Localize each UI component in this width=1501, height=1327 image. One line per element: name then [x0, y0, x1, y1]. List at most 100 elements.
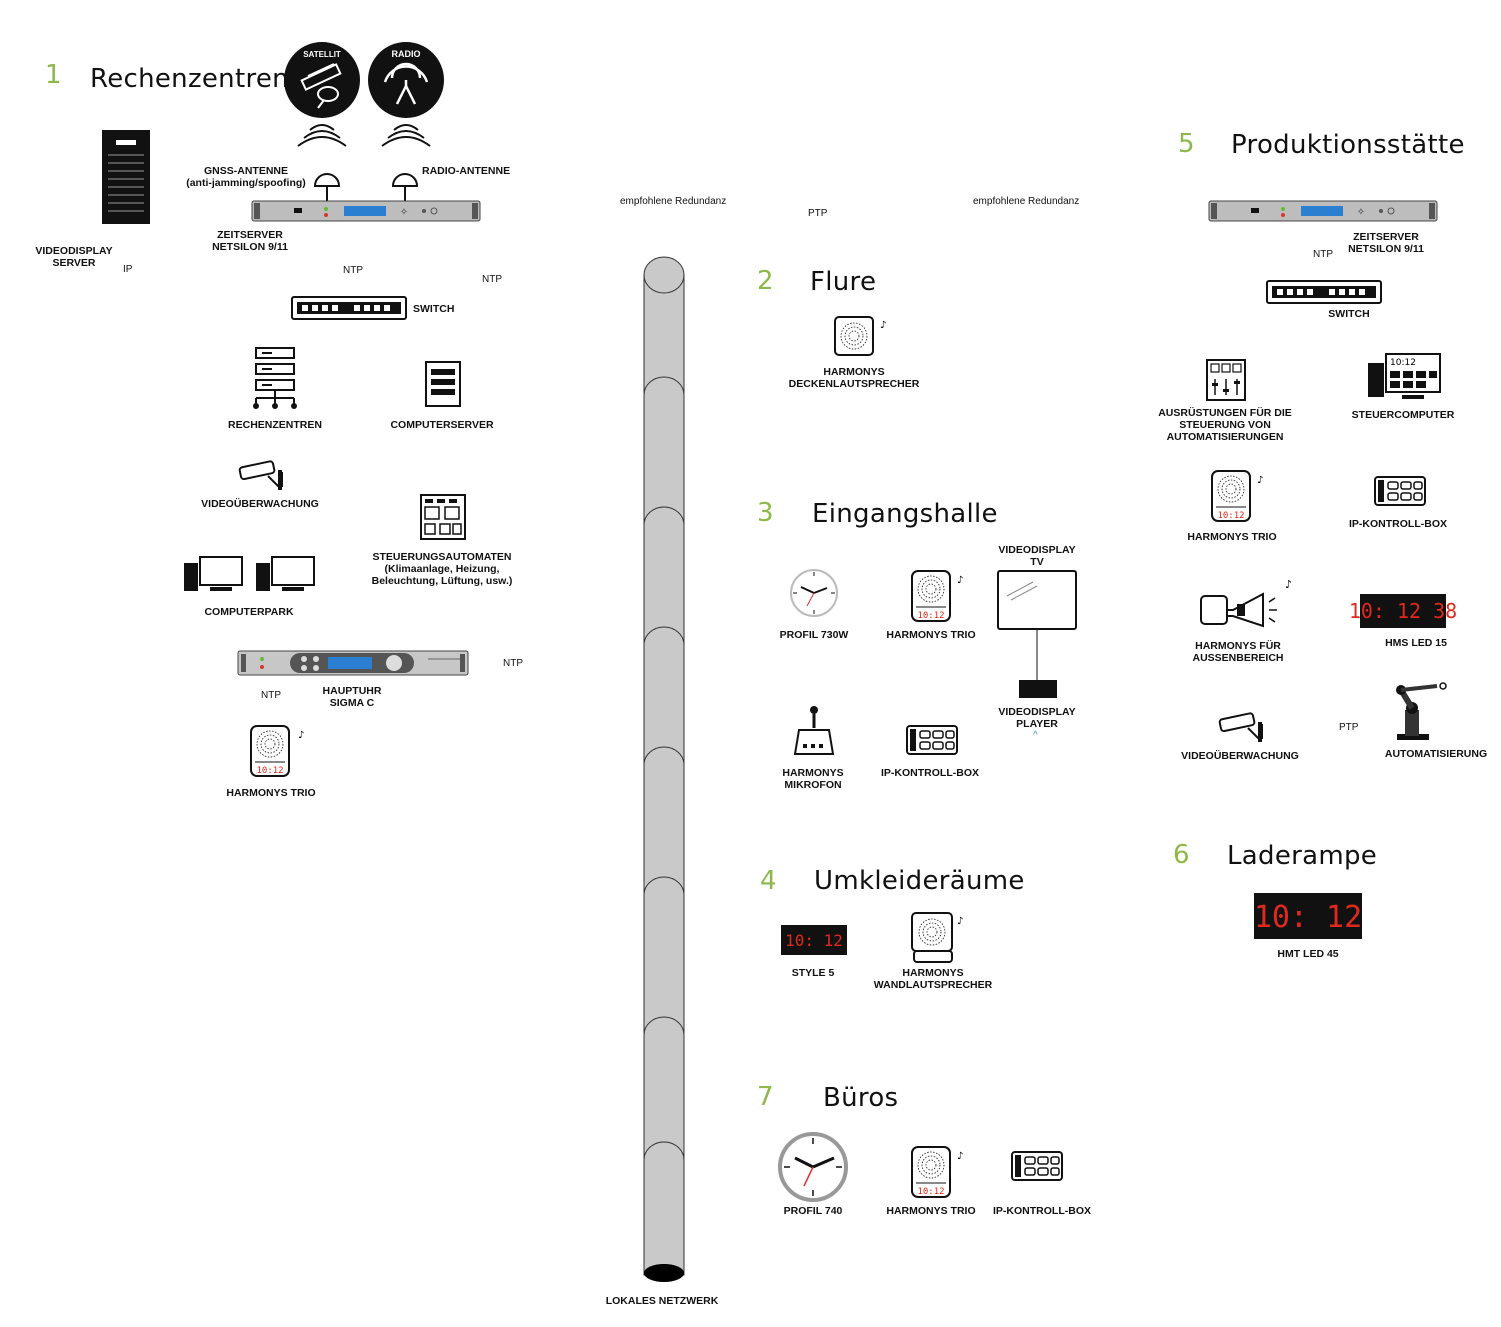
section-2-number: 2: [757, 266, 774, 296]
section-4-number: 4: [760, 866, 777, 896]
link-ntp-5: NTP: [1313, 249, 1333, 260]
ip-kontroll-box-label-s7: IP-KONTROLL-BOX: [993, 1205, 1091, 1217]
svg-text:♪: ♪: [1257, 475, 1263, 486]
ip-control-box-icon: [906, 725, 958, 755]
svg-text:♪: ♪: [957, 575, 963, 586]
section-3-title: Eingangshalle: [812, 499, 998, 529]
computerserver-icon: [425, 361, 461, 407]
videoueberwachung-label: VIDEOÜBERWACHUNG: [201, 498, 319, 510]
ip-control-box-icon-s5: [1374, 476, 1426, 506]
redundanz-right: empfohlene Redundanz: [973, 196, 1080, 207]
satellite-radio-badges: SATELLIT RADIO: [284, 42, 444, 147]
satellite-badge-label: SATELLIT: [303, 50, 341, 59]
harmonys-trio-icon: 10:12 ♪: [250, 725, 304, 777]
link-ntp-4: NTP: [261, 690, 281, 701]
radio-antenna-label: RADIO-ANTENNE: [422, 165, 511, 177]
svg-text:♪: ♪: [298, 730, 304, 741]
netsilon-time-server-icon-s5: ✧: [1208, 200, 1438, 222]
videoueberwachung-label-s5: VIDEOÜBERWACHUNG: [1181, 750, 1299, 762]
steuercomputer-label: STEUERCOMPUTER: [1351, 409, 1455, 421]
section-1-number: 1: [45, 60, 62, 90]
svg-text:♪: ♪: [880, 320, 886, 331]
section-3-number: 3: [757, 498, 774, 528]
hmt-led-label: HMT LED 45: [1277, 948, 1339, 960]
section-1-title: Rechenzentren: [90, 64, 289, 94]
hms-led-15-icon: 10: 12 38: [1349, 594, 1457, 628]
link-ptp-2: PTP: [1339, 722, 1359, 733]
profil-740-clock-icon: [778, 1132, 848, 1202]
caret-icon: ^: [1033, 730, 1038, 741]
link-ntp-3: NTP: [503, 658, 523, 669]
svg-text:♪: ♪: [957, 1151, 963, 1162]
gnss-antenna-label: GNSS-ANTENNE (anti-jamming/spoofing): [186, 165, 306, 189]
harmonys-trio-icon-s7: 10:12 ♪: [911, 1146, 963, 1198]
svg-text:10:12: 10:12: [917, 1187, 944, 1197]
videodisplay-server-label: VIDEODISPLAY SERVER: [35, 245, 113, 269]
outdoor-horn-speaker-icon: ♪: [1200, 578, 1292, 628]
ceiling-speaker-icon: ♪: [834, 316, 886, 356]
ip-control-box-icon-s7: [1011, 1151, 1063, 1181]
robot-arm-icon: [1396, 682, 1447, 740]
steuerungsautomaten-label: STEUERUNGSAUTOMATEN (Klimaanlage, Heizun…: [371, 551, 513, 587]
videodisplay-player-label: VIDEODISPLAY PLAYER: [998, 706, 1076, 730]
ausruestungen-label: AUSRÜSTUNGEN FÜR DIE STEUERUNG VON AUTOM…: [1158, 407, 1292, 443]
section-4-title: Umkleideräume: [814, 866, 1025, 896]
local-network-pipe: [643, 256, 685, 1282]
ip-kontroll-box-label-s3: IP-KONTROLL-BOX: [881, 767, 979, 779]
datacenter-stack-icon: [253, 347, 297, 409]
wall-speaker-icon: ♪: [911, 912, 963, 963]
section-6-number: 6: [1173, 840, 1190, 870]
hmt-led-45-icon: 10: 12: [1254, 893, 1362, 939]
svg-text:10: 12: 10: 12: [1254, 900, 1362, 935]
section-6-title: Laderampe: [1227, 841, 1378, 871]
computerpark-label: COMPUTERPARK: [204, 606, 294, 618]
computerpark-icon: [184, 556, 315, 591]
ip-kontroll-box-label-s5: IP-KONTROLL-BOX: [1349, 518, 1447, 530]
netsilon-time-server-icon: ✧: [251, 200, 481, 222]
svg-text:✧: ✧: [400, 207, 408, 218]
camera-icon: [238, 460, 283, 490]
videodisplay-server-icon: [102, 130, 150, 224]
harmonys-trio-icon-s3: 10:12 ♪: [911, 570, 963, 622]
control-panel-icon: [420, 494, 466, 540]
microphone-icon: [793, 706, 835, 755]
svg-text:10:12: 10:12: [256, 766, 283, 776]
harmonys-trio-label: HARMONYS TRIO: [226, 787, 316, 799]
link-ntp-2: NTP: [482, 274, 502, 285]
zeitserver-label: ZEITSERVER NETSILON 9/11: [212, 229, 288, 253]
automatisierung-label: AUTOMATISIERUNG: [1384, 748, 1488, 760]
mikrofon-label: HARMONYS MIKROFON: [782, 767, 844, 791]
deckenlautsprecher-label: HARMONYS DECKENLAUTSPRECHER: [788, 366, 920, 390]
switch-label-s5: SWITCH: [1328, 308, 1370, 320]
style5-led-clock-icon: 10: 12: [781, 925, 847, 955]
computerserver-label: COMPUTERSERVER: [390, 419, 494, 431]
harmonys-trio-icon-s5: 10:12 ♪: [1211, 470, 1263, 522]
videodisplay-tv-icon: [997, 570, 1077, 698]
svg-text:✧: ✧: [1357, 207, 1365, 218]
svg-text:10:12: 10:12: [1217, 511, 1244, 521]
control-computer-icon: 10:12: [1368, 353, 1441, 399]
profil-730w-label: PROFIL 730W: [779, 629, 849, 641]
hms-led-label: HMS LED 15: [1385, 637, 1447, 649]
switch-icon: [291, 296, 407, 320]
svg-text:10:12: 10:12: [917, 611, 944, 621]
svg-text:♪: ♪: [1285, 578, 1292, 591]
link-ntp-1: NTP: [343, 265, 363, 276]
automation-equipment-icon: [1206, 359, 1246, 401]
svg-text:10:12: 10:12: [1390, 358, 1416, 368]
svg-text:10: 12 38: 10: 12 38: [1349, 599, 1457, 623]
harmonys-trio-label-s7: HARMONYS TRIO: [886, 1205, 976, 1217]
switch-icon-s5: [1266, 280, 1382, 304]
style5-label: STYLE 5: [791, 967, 835, 979]
switch-label: SWITCH: [413, 303, 455, 315]
zeitserver-label-s5: ZEITSERVER NETSILON 9/11: [1348, 231, 1424, 255]
harmonys-trio-label-s5: HARMONYS TRIO: [1187, 531, 1277, 543]
aussenbereich-label: HARMONYS FÜR AUSSENBEREICH: [1192, 640, 1284, 664]
wandlautsprecher-label: HARMONYS WANDLAUTSPRECHER: [873, 967, 993, 991]
section-7-number: 7: [757, 1082, 774, 1112]
antenna-icons: [313, 173, 419, 202]
svg-text:10: 12: 10: 12: [785, 931, 843, 950]
svg-text:♪: ♪: [957, 916, 963, 927]
section-7-title: Büros: [823, 1083, 899, 1113]
radio-badge-label: RADIO: [392, 49, 421, 59]
